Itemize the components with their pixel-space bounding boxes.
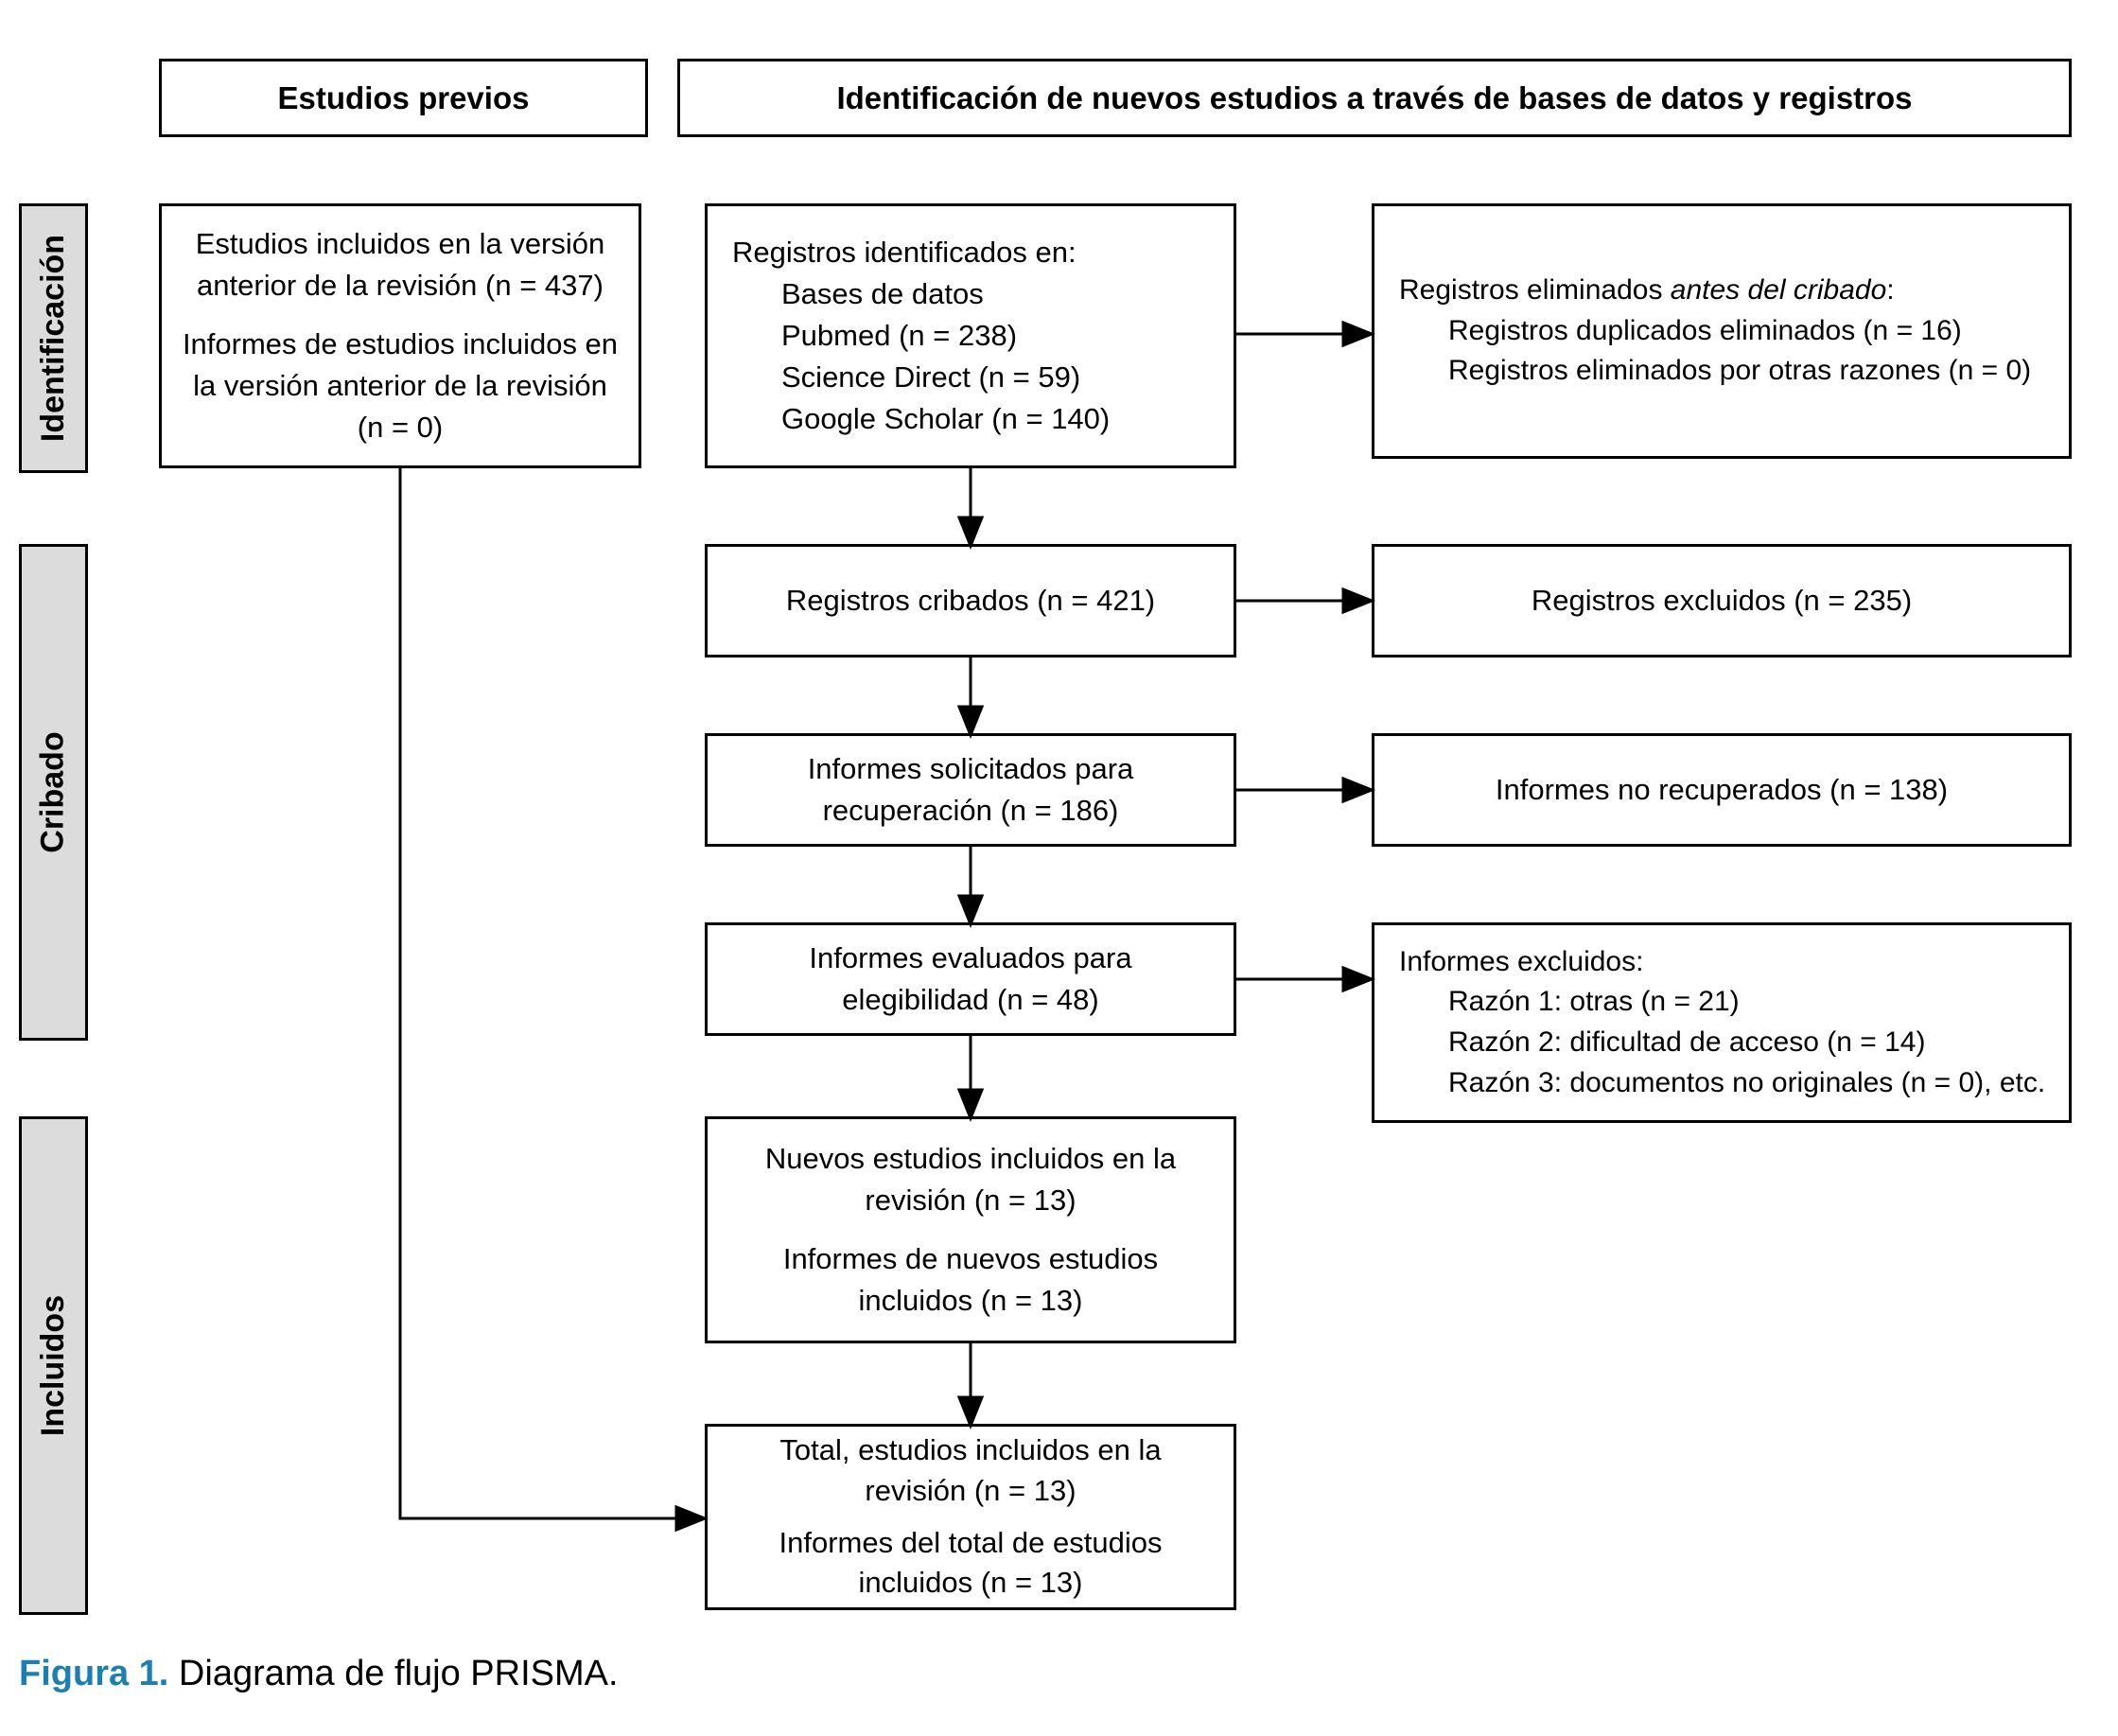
box-records-identified: Registros identificados en: Bases de dat…: [705, 203, 1236, 468]
arrowhead-assessed-to-reports-excluded: [1341, 965, 1376, 993]
box-reports-assessed: Informes evaluados para elegibilidad (n …: [705, 922, 1236, 1036]
box-reports-excluded: Informes excluidos: Razón 1: otras (n = …: [1372, 922, 2072, 1123]
records-screened-label: Registros cribados (n = 421): [785, 583, 1156, 617]
records-excluded-label: Registros excluidos (n = 235): [1531, 583, 1913, 617]
reports-excluded-reason3: Razón 3: documentos no originales (n = 0…: [1448, 1066, 2046, 1098]
box-total-studies-included: Total, estudios incluidos en la revisión…: [705, 1424, 1236, 1610]
previous-included-para1: Estudios incluidos en la versión anterio…: [195, 226, 605, 302]
records-removed-title: Registros eliminados antes del cribado:: [1399, 274, 1895, 307]
arrowhead-assessed-to-new-included: [956, 1088, 985, 1123]
box-previous-included-studies: Estudios incluidos en la versión anterio…: [159, 203, 641, 468]
total-included-para2: Informes del total de estudios incluidos…: [779, 1525, 1163, 1600]
header-previous-studies-label: Estudios previos: [277, 79, 530, 115]
header-new-studies-label: Identificación de nuevos estudios a trav…: [836, 79, 1913, 115]
box-new-studies-included: Nuevos estudios incluidos en la revisión…: [705, 1116, 1236, 1343]
stage-bar-included: Incluidos: [19, 1116, 88, 1615]
arrowhead-new-included-to-total: [956, 1395, 985, 1430]
arrowhead-previous-to-total: [674, 1504, 709, 1533]
new-included-para1: Nuevos estudios incluidos en la revisión…: [764, 1141, 1177, 1217]
figure-caption: Figura 1. Diagrama de flujo PRISMA.: [19, 1654, 619, 1694]
records-identified-title: Registros identificados en:: [732, 235, 1077, 269]
reports-not-retrieved-label: Informes no recuperados (n = 138): [1495, 772, 1949, 806]
records-removed-title-italic: antes del cribado: [1670, 274, 1887, 307]
reports-excluded-reason2: Razón 2: dificultad de acceso (n = 14): [1448, 1026, 1926, 1058]
arrowhead-sought-to-assessed: [956, 894, 985, 929]
stage-bar-screening: Cribado: [19, 544, 88, 1041]
box-records-removed: Registros eliminados antes del cribado: …: [1372, 203, 2072, 459]
reports-excluded-title: Informes excluidos:: [1399, 945, 1644, 977]
figure-caption-text: Diagrama de flujo PRISMA.: [168, 1654, 619, 1693]
records-removed-item-duplicates: Registros duplicados eliminados (n = 16): [1448, 314, 1962, 346]
arrowhead-identified-to-screened: [956, 516, 985, 551]
figure-caption-label: Figura 1.: [19, 1654, 169, 1693]
records-identified-item-googlescholar: Google Scholar (n = 140): [781, 402, 1111, 436]
header-previous-studies: Estudios previos: [159, 59, 648, 137]
arrowhead-sought-to-not-retrieved: [1341, 776, 1376, 804]
records-identified-item-databases: Bases de datos: [781, 276, 984, 310]
arrowhead-screened-to-sought: [956, 705, 985, 740]
reports-sought-label: Informes solicitados para recuperación (…: [807, 751, 1134, 827]
total-included-para1: Total, estudios incluidos en la revisión…: [779, 1432, 1162, 1507]
stage-bar-identification: Identificación: [19, 203, 88, 473]
previous-included-para2: Informes de estudios incluidos en la ver…: [182, 326, 619, 445]
header-new-studies: Identificación de nuevos estudios a trav…: [677, 59, 2072, 137]
connector-previous-to-total: [398, 468, 678, 1520]
reports-excluded-reason1: Razón 1: otras (n = 21): [1448, 986, 1740, 1018]
box-records-screened: Registros cribados (n = 421): [705, 544, 1236, 658]
new-included-para2: Informes de nuevos estudios incluidos (n…: [782, 1242, 1159, 1318]
records-removed-item-other: Registros eliminados por otras razones (…: [1448, 355, 2032, 387]
arrowhead-identified-to-removed: [1341, 320, 1376, 348]
box-reports-not-retrieved: Informes no recuperados (n = 138): [1372, 733, 2072, 847]
records-identified-item-pubmed: Pubmed (n = 238): [781, 318, 1018, 352]
reports-assessed-label: Informes evaluados para elegibilidad (n …: [809, 940, 1132, 1016]
records-identified-item-sciencedirect: Science Direct (n = 59): [781, 360, 1081, 394]
arrowhead-screened-to-excluded: [1341, 587, 1376, 615]
